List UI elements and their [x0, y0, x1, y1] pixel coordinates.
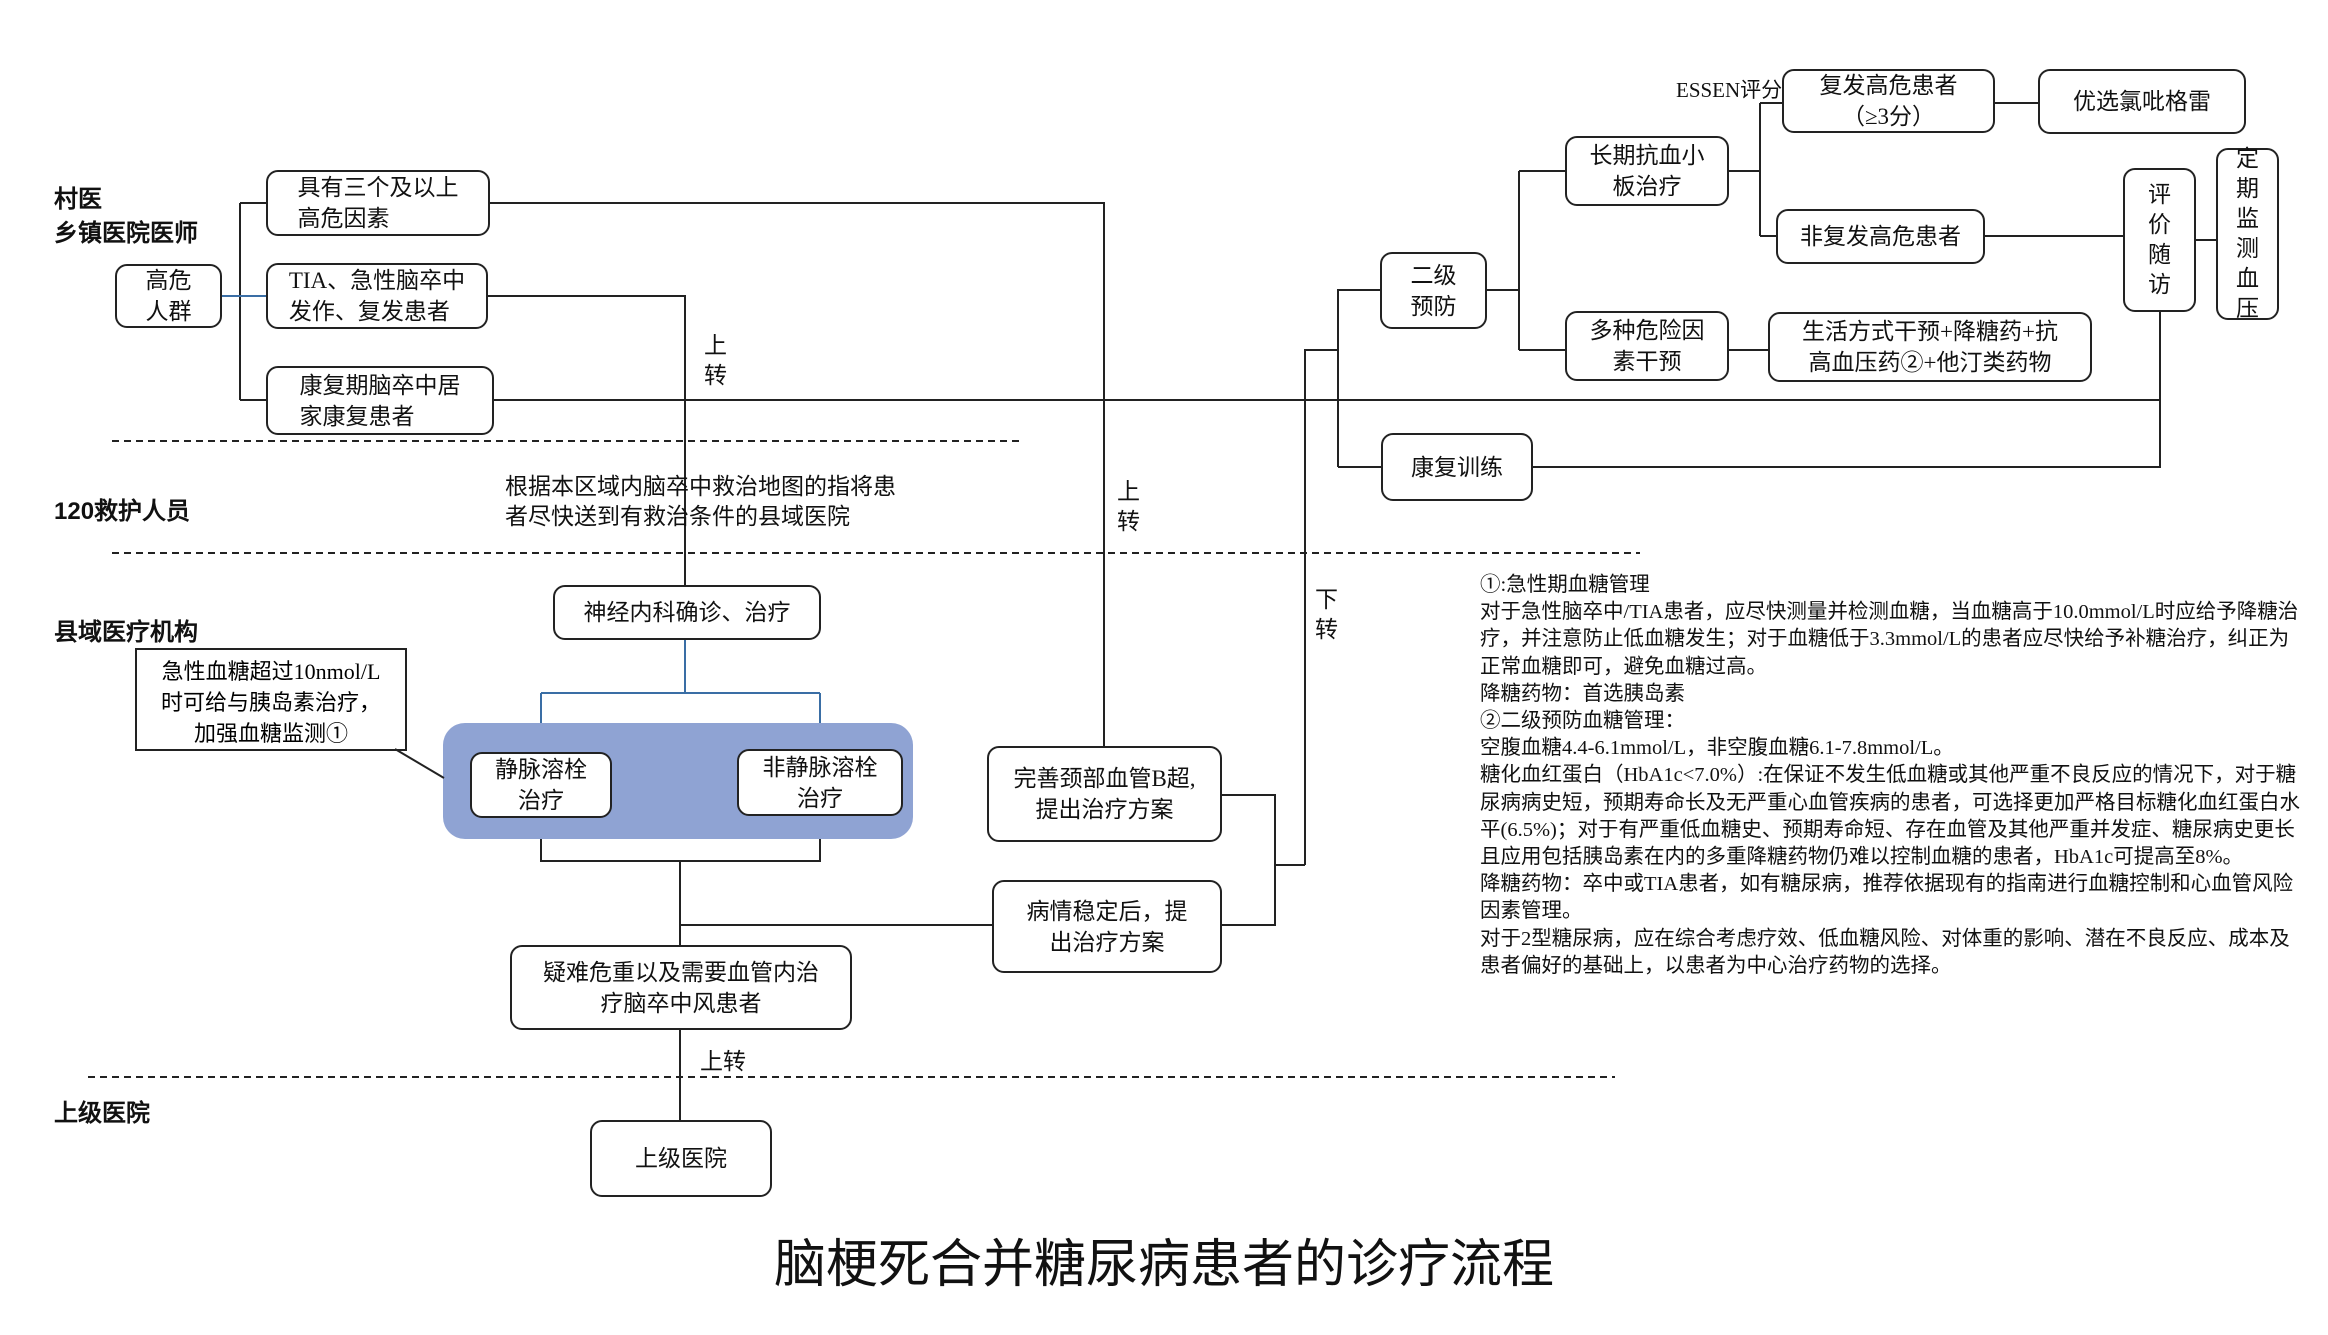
node-risk-factor-intervention[interactable]: 多种危险因 素干预: [1565, 311, 1729, 381]
note-line: 空腹血糖4.4-6.1mmol/L，非空腹血糖6.1-7.8mmol/L。: [1480, 737, 1954, 760]
node-bp-monitoring[interactable]: 定 期 监 测 血 压: [2216, 146, 2279, 321]
note-line: 对于2型糖尿病，应在综合考虑疗效、低血糖风险、对体重的影响、潜在不良反应、成本及…: [1480, 927, 2290, 977]
node-lifestyle-intervention[interactable]: 生活方式干预+降糖药+抗 高血压药②+他汀类药物: [1768, 312, 2092, 382]
node-label: 神经内科确诊、治疗: [583, 600, 791, 625]
node-rehab-training[interactable]: 康复训练: [1381, 433, 1533, 501]
node-carotid-ultrasound[interactable]: 完善颈部血管B超, 提出治疗方案: [987, 746, 1222, 842]
node-antiplatelet[interactable]: 长期抗血小 板治疗: [1565, 136, 1729, 206]
label-down-transfer: 下 转: [1315, 587, 1338, 642]
node-non-recurrent-high-risk[interactable]: 非复发高危患者: [1776, 209, 1985, 264]
node-label: 上级医院: [635, 1146, 727, 1171]
node-label: 康复期脑卒中居 家康复患者: [299, 372, 461, 429]
node-label: 评 价 随 访: [2148, 182, 2171, 297]
note-line: 降糖药物：首选胰岛素: [1480, 682, 1685, 705]
node-label: 具有三个及以上 高危因素: [297, 175, 459, 231]
note-line: 对于急性脑卒中/TIA患者，应尽快测量并检测血糖，当血糖高于10.0mmol/L…: [1480, 601, 2299, 678]
node-superior-hospital[interactable]: 上级医院: [590, 1120, 772, 1197]
node-three-risk-factors[interactable]: 具有三个及以上 高危因素: [266, 170, 490, 236]
node-difficult-critical-cases[interactable]: 疑难危重以及需要血管内治 疗脑卒中风患者: [510, 945, 852, 1030]
node-label: 生活方式干预+降糖药+抗 高血压药②+他汀类药物: [1802, 319, 2058, 375]
notes-panel: ①:急性期血糖管理 对于急性脑卒中/TIA患者，应尽快测量并检测血糖，当血糖高于…: [1480, 572, 2300, 980]
node-label: 复发高危患者 （≥3分）: [1819, 73, 1958, 129]
node-stable-plan[interactable]: 病情稳定后，提 出治疗方案: [992, 880, 1222, 973]
node-recurrent-high-risk[interactable]: 复发高危患者 （≥3分）: [1782, 69, 1995, 133]
layer-label-county: 县域医疗机构: [54, 619, 198, 646]
node-label: TIA、急性脑卒中 发作、复发患者: [288, 268, 466, 324]
label-up-transfer-3: 上转: [700, 1049, 746, 1074]
note-line: ②二级预防血糖管理：: [1480, 710, 1685, 733]
node-iv-thrombolysis[interactable]: 静脉溶栓 治疗: [470, 752, 612, 818]
node-label: 静脉溶栓 治疗: [495, 757, 587, 813]
node-secondary-prevention[interactable]: 二级 预防: [1380, 252, 1487, 329]
node-label: 疑难危重以及需要血管内治 疗脑卒中风患者: [543, 959, 819, 1016]
callout-glucose-note: 急性血糖超过10nmol/L 时可给与胰岛素治疗， 加强血糖监测①: [135, 648, 407, 751]
layer-label-superior: 上级医院: [54, 1100, 150, 1127]
label-up-transfer-2: 上 转: [1117, 479, 1140, 534]
node-tia-stroke[interactable]: TIA、急性脑卒中 发作、复发患者: [266, 263, 488, 329]
layer-label-ambulance: 120救护人员: [54, 498, 191, 525]
node-label: 非复发高危患者: [1800, 224, 1961, 249]
node-high-risk-group[interactable]: 高危 人群: [115, 264, 222, 328]
node-label: 病情稳定后，提 出治疗方案: [1026, 898, 1188, 955]
node-neurology-diagnosis[interactable]: 神经内科确诊、治疗: [553, 585, 821, 640]
node-label: 高危 人群: [145, 268, 192, 324]
node-label: 二级 预防: [1410, 262, 1457, 319]
note-line: ①:急性期血糖管理: [1480, 574, 1650, 596]
diagram-title: 脑梗死合并糖尿病患者的诊疗流程: [773, 1235, 1554, 1295]
node-label: 完善颈部血管B超, 提出治疗方案: [1013, 766, 1196, 822]
node-non-iv-thrombolysis[interactable]: 非静脉溶栓 治疗: [737, 749, 903, 816]
note-line: 糖化血红蛋白（HbA1c<7.0%）:在保证不发生低血糖或其他严重不良反应的情况…: [1480, 764, 2300, 869]
node-label: 多种危险因 素干预: [1589, 318, 1705, 374]
node-label: 定 期 监 测 血 压: [2236, 146, 2259, 321]
node-rehab-home[interactable]: 康复期脑卒中居 家康复患者: [266, 366, 494, 435]
route-instruction-text: 根据本区域内脑卒中救治地图的指将患 者尽快送到有救治条件的县域医院: [505, 474, 896, 529]
node-label: 优选氯吡格雷: [2073, 89, 2211, 114]
layer-label-village: 村医 乡镇医院医师: [54, 186, 198, 247]
node-label: 康复训练: [1411, 454, 1503, 480]
label-essen-score: ESSEN评分: [1676, 78, 1783, 102]
node-evaluation-followup[interactable]: 评 价 随 访: [2123, 168, 2196, 312]
node-label: 非静脉溶栓 治疗: [762, 754, 878, 811]
node-clopidogrel[interactable]: 优选氯吡格雷: [2038, 69, 2246, 134]
label-up-transfer-1: 上 转: [704, 333, 727, 388]
node-label: 长期抗血小 板治疗: [1589, 143, 1705, 199]
note-line: 降糖药物：卒中或TIA患者，如有糖尿病，推荐依据现有的指南进行血糖控制和心血管风…: [1480, 873, 2294, 923]
